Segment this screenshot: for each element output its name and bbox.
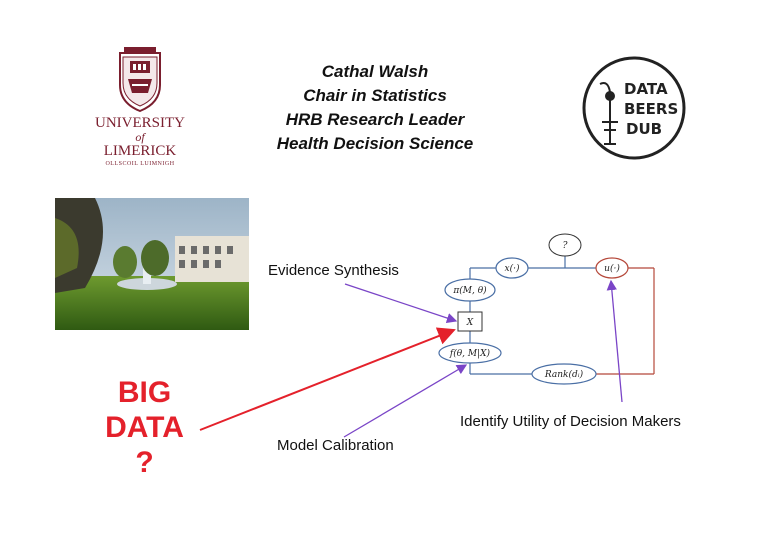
author-role-chair: Chair in Statistics [303, 86, 447, 105]
big-data-question: ? [135, 446, 154, 479]
logo-word-beers: BEERS [624, 100, 678, 118]
svg-text:f(θ, M|X): f(θ, M|X) [449, 348, 491, 359]
author-role-hds: Health Decision Science [276, 134, 474, 153]
node-X: X [457, 311, 483, 332]
author-role-hrb: HRB Research Leader [285, 110, 465, 129]
label-identify-utility: Identify Utility of Decision Makers [460, 413, 681, 430]
blue-edges [469, 256, 596, 375]
svg-text:Rank(dᵢ): Rank(dᵢ) [544, 369, 584, 380]
university-irish-name: OLLSCOIL LUIMNIGH [105, 161, 175, 167]
big-data-line2: DATA [105, 411, 184, 444]
red-edges [596, 267, 655, 375]
crest-icon [119, 47, 161, 113]
big-data-line1: BIG [117, 376, 172, 409]
arrow-big-data-to-X [199, 327, 456, 431]
data-beers-dub-logo: DATA BEERS DUB [580, 52, 688, 164]
arrow-evidence-to-X [344, 283, 458, 324]
author-block: Cathal Walsh Chair in Statistics HRB Res… [250, 60, 500, 156]
node-rank: Rank(dᵢ) [531, 363, 597, 385]
node-f: f(θ, M|X) [438, 342, 502, 364]
node-u-function: u(·) [595, 257, 629, 279]
logo-word-dub: DUB [626, 120, 662, 138]
author-name: Cathal Walsh [321, 62, 429, 81]
svg-text:X: X [466, 318, 474, 328]
university-line3: LIMERICK [103, 143, 177, 159]
node-question: ? [548, 233, 582, 257]
svg-text:?: ? [563, 241, 568, 251]
university-line1: UNIVERSITY [95, 115, 185, 131]
label-evidence-synthesis: Evidence Synthesis [268, 262, 399, 279]
svg-text:π(M, θ): π(M, θ) [452, 285, 487, 296]
arrow-utility-to-u [606, 279, 623, 403]
svg-text:u(·): u(·) [604, 263, 620, 274]
arrow-calibration-to-f [343, 364, 468, 438]
university-line2: of [135, 130, 145, 144]
lamp-post-icon [599, 82, 618, 145]
campus-photo [55, 198, 249, 330]
node-x-function: x(·) [495, 257, 529, 279]
node-pi: π(M, θ) [444, 278, 496, 302]
university-of-limerick-logo: UNIVERSITY of LIMERICK OLLSCOIL LUIMNIGH [90, 45, 190, 175]
logo-word-data: DATA [624, 80, 668, 98]
label-model-calibration: Model Calibration [277, 437, 394, 454]
svg-text:x(·): x(·) [505, 263, 520, 274]
big-data-callout: BIG DATA ? [92, 375, 197, 480]
